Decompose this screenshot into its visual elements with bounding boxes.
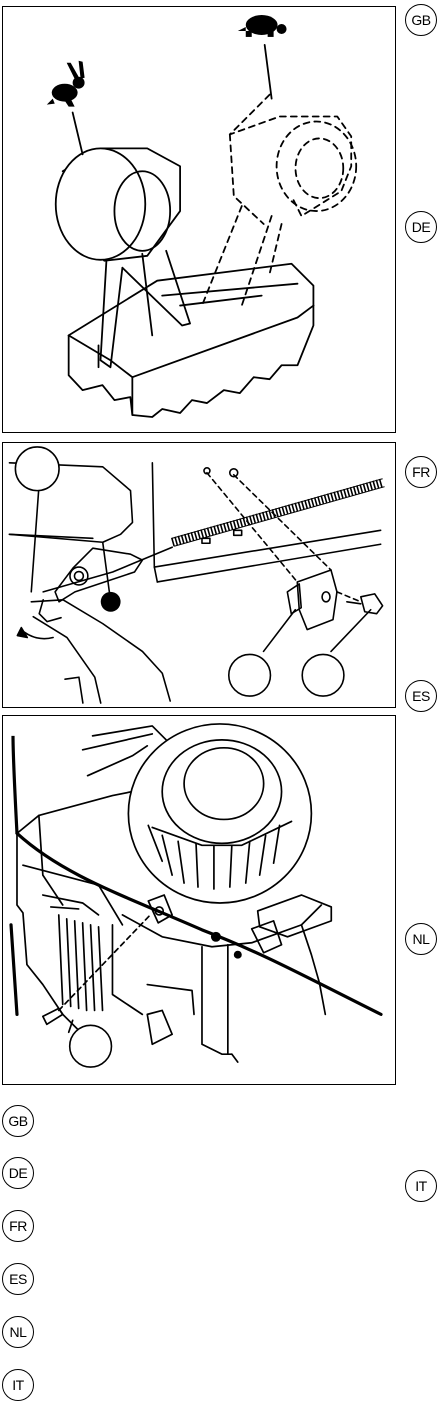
cable-clamp-drawing xyxy=(3,443,395,707)
screw xyxy=(361,594,383,614)
callout-circle-clamp xyxy=(229,654,271,696)
lang-badge-nl-right: NL xyxy=(405,923,437,955)
callout-circle-bolt xyxy=(70,1025,112,1067)
figure-throttle-lever xyxy=(2,6,396,433)
rabbit-fast-icon xyxy=(47,61,85,107)
recoil-starter xyxy=(128,724,311,903)
engine-cable-drawing xyxy=(3,716,395,1084)
lang-badge-de-right: DE xyxy=(405,211,437,243)
cable-clamp xyxy=(297,570,337,630)
lang-badge-gb-right: GB xyxy=(405,4,437,36)
callout-circle-top xyxy=(15,447,59,491)
lang-badge-gb-left: GB xyxy=(2,1105,34,1137)
lang-badge-it-left: IT xyxy=(2,1369,34,1401)
hand xyxy=(31,600,170,701)
lever-fast-position xyxy=(56,148,190,367)
lang-badge-fr-left: FR xyxy=(2,1210,34,1242)
lang-badge-es-right: ES xyxy=(405,680,437,712)
callout-circle-screw xyxy=(302,654,344,696)
figure-engine-cable xyxy=(2,715,396,1085)
control-box xyxy=(258,895,332,937)
figure-cable-clamp xyxy=(2,442,396,708)
lang-badge-de-left: DE xyxy=(2,1157,34,1189)
bracket xyxy=(55,548,142,602)
lever-slow-position xyxy=(202,95,356,306)
fast-indicator-line xyxy=(73,113,83,155)
engine-bolt xyxy=(43,1008,63,1024)
lang-badge-nl-left: NL xyxy=(2,1316,34,1348)
round-grommet xyxy=(101,592,121,612)
throttle-lever-drawing xyxy=(3,7,395,432)
coiled-cable xyxy=(172,479,384,546)
slow-indicator-line xyxy=(265,45,272,99)
lang-badge-es-left: ES xyxy=(2,1263,34,1295)
lang-badge-fr-right: FR xyxy=(405,456,437,488)
lang-badge-it-right: IT xyxy=(405,1170,437,1202)
turtle-slow-icon xyxy=(238,15,287,37)
